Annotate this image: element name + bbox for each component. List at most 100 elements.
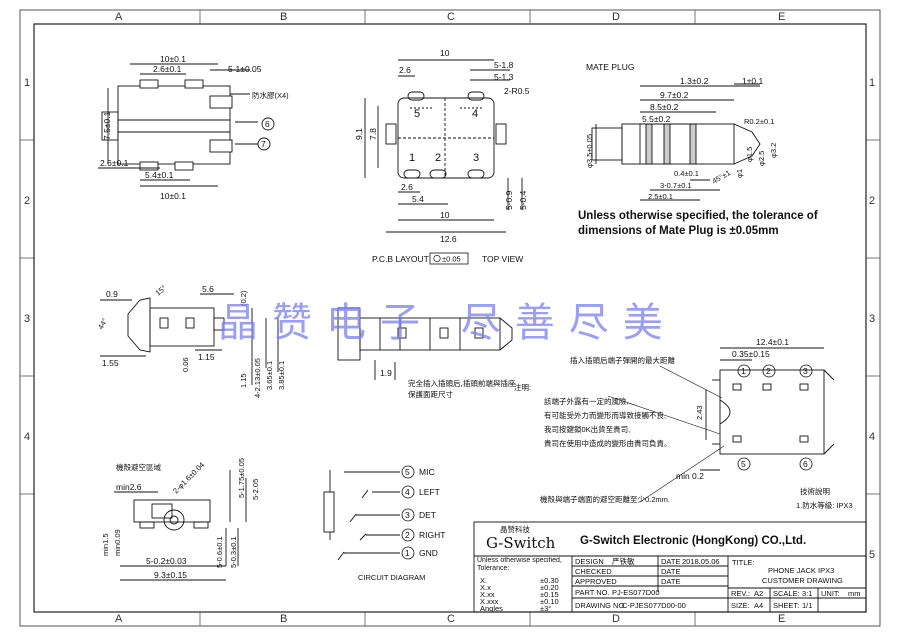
bl-dim-5-0-3: 5-0.3±0.1 bbox=[229, 536, 238, 568]
title-label: TITLE: bbox=[732, 558, 755, 567]
grid-col-e: E bbox=[778, 613, 785, 625]
pcb-pin-5: 5 bbox=[414, 108, 420, 120]
tol-val-1: ±0.20 bbox=[540, 583, 559, 592]
side-dim-5-6: 5.6 bbox=[202, 284, 214, 294]
pcb-dim-5-4: 5.4 bbox=[412, 194, 424, 204]
right-pin-1: 1 bbox=[741, 366, 746, 376]
tolerance-heading: Unless otherwise specified, Tolerance: bbox=[477, 557, 562, 572]
drawing-no: C-PJES077D00-00 bbox=[622, 601, 686, 610]
mate-plug-title: MATE PLUG bbox=[586, 62, 635, 72]
circuit-pin-right: 2 RIGHT bbox=[401, 528, 445, 542]
title-line-2: CUSTOMER DRAWING bbox=[762, 576, 843, 585]
grid-row-2: 2 bbox=[24, 195, 30, 207]
company-name: G-Switch Electronic (HongKong) CO.,Ltd. bbox=[580, 535, 806, 547]
pcb-layout-caption: P.C.B LAYOUT bbox=[372, 254, 429, 264]
tol-key-3: X.xxx bbox=[480, 597, 499, 606]
design-value: 严铁敏 bbox=[612, 556, 635, 566]
grid-rows-left: 1 2 3 4 bbox=[24, 77, 30, 443]
side-dim-4-2-13: 4-2.13±0.05 bbox=[253, 358, 262, 398]
side-dim-1-15-vert: 1.15 bbox=[239, 373, 248, 388]
circuit-pin-gnd: 1 GND bbox=[401, 546, 438, 560]
top-view-caption: TOP VIEW bbox=[482, 254, 523, 264]
pcb-dim-7-8: 7.8 bbox=[368, 128, 378, 140]
circuit-pin-4-num: 4 bbox=[405, 487, 410, 497]
top-left-view-labels: 10±0.1 2.6±0.1 5-1±0.05 7.5±0.1 2.6±0.1 … bbox=[100, 54, 289, 201]
pcb-pin-2: 2 bbox=[435, 152, 441, 164]
mate-dim-dia-3-2: φ3.2 bbox=[769, 143, 778, 158]
circuit-pin-2-num: 2 bbox=[405, 530, 410, 540]
rev-label: REV.: bbox=[731, 589, 750, 598]
pcb-dim-5-1-8: 5-1.8 bbox=[494, 60, 514, 70]
side-dim-44deg: 44° bbox=[96, 317, 109, 331]
circuit-pin-det: 3 DET bbox=[401, 508, 436, 522]
note-max-distance: 插入插頭后端子彈開的最大距離 bbox=[570, 355, 675, 365]
grid-row-2: 2 bbox=[869, 195, 875, 207]
unit-label: UNIT: bbox=[821, 589, 840, 598]
tol-val-2: ±0.15 bbox=[540, 590, 559, 599]
bl-dim-min-0-09: min0.09 bbox=[113, 529, 122, 556]
bl-dim-9-3: 9.3±0.15 bbox=[154, 570, 187, 580]
pcb-dim-12-6: 12.6 bbox=[440, 234, 457, 244]
grid-col-c: C bbox=[447, 613, 455, 625]
bl-dim-5-1-75: 5-1.75±0.05 bbox=[237, 458, 246, 498]
tol-val-0: ±0.30 bbox=[540, 576, 559, 585]
bottom-left-view-labels: 機殼避空區域 min2.6 2-φ1.6±0.04 5-1.75±0.05 5-… bbox=[101, 458, 260, 580]
pcb-dim-5-1-3: 5-1.3 bbox=[494, 72, 514, 82]
grid-row-3: 3 bbox=[869, 313, 875, 325]
grid-col-a: A bbox=[115, 613, 123, 625]
tol-key-0: X. bbox=[480, 576, 487, 585]
side-dim-0-9: 0.9 bbox=[106, 289, 118, 299]
note-line-1: 該端子外露有一定的風險, bbox=[544, 396, 629, 406]
note-pcb-gap: 機殼與端子端面的避空距離至少0.2mm. bbox=[540, 494, 670, 504]
side-dim-0-06: 0.06 bbox=[181, 357, 190, 372]
mate-dim-3-0-7: 3-0.7±0.1 bbox=[660, 181, 692, 190]
dim-width-10: 10±0.1 bbox=[160, 54, 186, 64]
side-dim-3-65: 3.65±0.1 bbox=[265, 361, 274, 390]
right-pin-5: 5 bbox=[741, 459, 746, 469]
grid-col-d: D bbox=[612, 11, 620, 23]
grid-row-1: 1 bbox=[869, 77, 875, 89]
note-line-3: 我司按鍵鎖0K出貨至貴司, bbox=[544, 424, 630, 434]
top-left-view bbox=[98, 63, 258, 187]
pcb-layout-view bbox=[364, 59, 523, 233]
dim-5-4: 5.4±0.1 bbox=[145, 170, 174, 180]
waterproof-glue-callout: 防水膠(X4) bbox=[252, 90, 289, 100]
note-title: 注明: bbox=[514, 382, 531, 392]
part-no-label: PART NO. bbox=[575, 588, 610, 597]
tech-item-ipx3: 1.防水等級: IPX3 bbox=[796, 500, 853, 510]
circuit-pin-5-label: MIC bbox=[419, 467, 435, 477]
grid-row-4: 4 bbox=[24, 431, 30, 443]
grid-col-a: A bbox=[115, 11, 123, 23]
leader-lines bbox=[607, 365, 725, 503]
bl-dim-5-2-05: 5-2.05 bbox=[251, 479, 260, 500]
pcb-position-tolerance: ±0.05 bbox=[442, 255, 461, 264]
sheet-value: 1/1 bbox=[802, 601, 812, 610]
pcb-dim-10-lower: 10 bbox=[440, 210, 450, 220]
circuit-pin-3-label: DET bbox=[419, 510, 436, 520]
dim-2-6-lower: 2.6±0.1 bbox=[100, 158, 129, 168]
watermark-text: 晶赞电子 尽善尽美 bbox=[218, 300, 677, 346]
dim-7-5: 7.5±0.1 bbox=[102, 111, 112, 140]
scale-value: 3:1 bbox=[802, 589, 812, 598]
mate-plug-tolerance-note: Unless otherwise specified, the toleranc… bbox=[578, 210, 818, 237]
side-dim-1-15: 1.15 bbox=[198, 352, 215, 362]
circuit-labels: 5 MIC 4 LEFT 3 DET 2 RIGHT 1 GND CIRCUIT… bbox=[358, 465, 445, 582]
grid-col-c: C bbox=[447, 11, 455, 23]
dim-10-lower: 10±0.1 bbox=[160, 191, 186, 201]
grid-row-5: 5 bbox=[869, 549, 875, 561]
tol-key-4: Angles bbox=[480, 604, 503, 613]
right-dim-min-0-2: min 0.2 bbox=[676, 471, 704, 481]
right-pin-6: 6 bbox=[803, 459, 808, 469]
right-view-labels: 12.4±0.1 0.35±0.15 2.43 min 0.2 1 2 3 5 … bbox=[514, 337, 853, 510]
grid-row-4: 4 bbox=[869, 431, 875, 443]
grid-row-1: 1 bbox=[24, 77, 30, 89]
pcb-dim-5-0-4: 5-0.4 bbox=[518, 190, 528, 210]
circuit-pin-1-num: 1 bbox=[405, 548, 410, 558]
grid-col-b: B bbox=[280, 11, 287, 23]
circuit-pin-mic: 5 MIC bbox=[401, 465, 435, 479]
sheet-label: SHEET: bbox=[773, 601, 799, 610]
right-dim-0-35: 0.35±0.15 bbox=[732, 349, 770, 359]
mate-dim-angle: 45°±1 bbox=[711, 168, 733, 186]
mate-dim-dia-2-5: φ2.5 bbox=[757, 151, 766, 166]
